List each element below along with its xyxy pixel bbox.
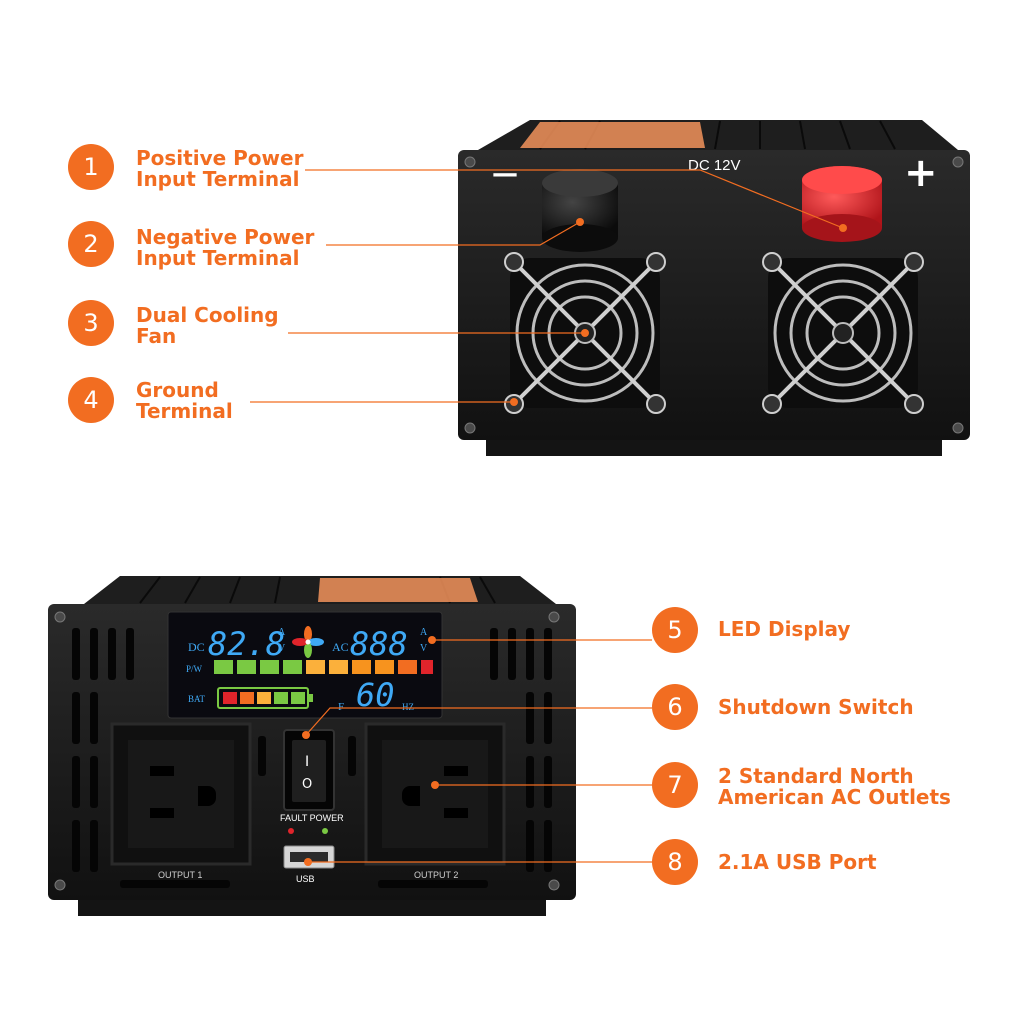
- callout-1-line1: Positive Power: [136, 146, 304, 170]
- callout-5-line1: LED Display: [718, 617, 851, 641]
- lcd-ac-unit-v: V: [420, 643, 428, 654]
- lcd-fan-icon: [292, 626, 324, 658]
- callout-5-badge: 5: [652, 607, 698, 653]
- front-leader-lines: [302, 636, 652, 866]
- callout-8-line1: 2.1A USB Port: [718, 850, 877, 874]
- ac-outlet-2-icon: [364, 722, 506, 866]
- switch-off-symbol: O: [302, 777, 312, 792]
- lcd-pw-label: P/W: [186, 664, 203, 674]
- callout-8-badge: 8: [652, 839, 698, 885]
- callout-3-label: Dual Cooling Fan: [136, 305, 279, 347]
- lcd-bat-label: BAT: [188, 694, 206, 704]
- callout-3-line1: Dual Cooling: [136, 303, 279, 327]
- front-corner-screws: [54, 611, 560, 891]
- lcd-dc-unit-a: A: [278, 627, 286, 638]
- minus-symbol: —: [492, 159, 518, 189]
- outlet-2-label: OUTPUT 2: [414, 870, 458, 880]
- rear-panel: — + DC 12V: [458, 120, 970, 456]
- switch-on-symbol: I: [305, 754, 309, 770]
- callout-2-line2: Input Terminal: [136, 246, 300, 270]
- front-top-sticker: [318, 578, 478, 602]
- cooling-fan-right-icon: [762, 252, 924, 414]
- callout-7-line1: 2 Standard North: [718, 764, 914, 788]
- fault-power-label: FAULT POWER: [280, 813, 344, 823]
- callout-2-badge: 2: [68, 221, 114, 267]
- outlet-1-label: OUTPUT 1: [158, 870, 202, 880]
- callout-1-label: Positive Power Input Terminal: [136, 148, 303, 190]
- fault-led-icon: [288, 828, 294, 834]
- rear-leader-lines: [250, 169, 847, 406]
- lcd-hz-label: HZ: [402, 702, 414, 712]
- rear-corner-screws: [464, 156, 964, 434]
- callout-5-label: LED Display: [718, 619, 850, 640]
- callout-3-badge: 3: [68, 300, 114, 346]
- power-led-icon: [322, 828, 328, 834]
- rear-top-sticker: [520, 122, 705, 148]
- lcd-dc-unit-v: V: [278, 643, 286, 654]
- lcd-battery-icon: [217, 687, 313, 709]
- usb-label: USB: [296, 874, 315, 884]
- lcd-dc-value: 82.8: [208, 625, 285, 663]
- front-vent-slots: [72, 628, 552, 888]
- plus-symbol: +: [904, 150, 938, 196]
- callout-4-line1: Ground: [136, 378, 219, 402]
- callout-7-label: 2 Standard North American AC Outlets: [718, 766, 951, 808]
- callout-2-label: Negative Power Input Terminal: [136, 227, 314, 269]
- front-panel: DC 82.8 A V AC 888 A V P/W: [48, 576, 576, 916]
- lcd-ac-label: AC: [332, 640, 349, 654]
- front-base: [78, 900, 546, 916]
- callout-8-label: 2.1A USB Port: [718, 852, 877, 873]
- callout-1-line2: Input Terminal: [136, 167, 300, 191]
- callout-3-line2: Fan: [136, 324, 177, 348]
- lcd-ac-value: 888: [350, 625, 408, 663]
- lcd-display: [167, 611, 443, 719]
- callout-1-badge: 1: [68, 144, 114, 190]
- callout-4-badge: 4: [68, 377, 114, 423]
- callout-2-line1: Negative Power: [136, 225, 315, 249]
- negative-terminal-icon: [542, 169, 618, 252]
- lcd-f-label: F: [338, 701, 344, 713]
- callout-6-badge: 6: [652, 684, 698, 730]
- ac-outlet-1-icon: [110, 722, 252, 866]
- lcd-power-bar: [214, 660, 433, 674]
- lcd-dc-label: DC: [188, 640, 205, 654]
- callout-7-badge: 7: [652, 762, 698, 808]
- shutdown-switch-icon: [283, 729, 335, 811]
- lcd-ac-unit-a: A: [420, 627, 428, 638]
- callout-4-label: Ground Terminal: [136, 380, 233, 422]
- callout-7-line2: American AC Outlets: [718, 785, 951, 809]
- callout-6-line1: Shutdown Switch: [718, 695, 914, 719]
- callout-4-line2: Terminal: [136, 399, 233, 423]
- voltage-label: DC 12V: [688, 157, 741, 174]
- rear-base: [486, 440, 942, 456]
- positive-terminal-icon: [802, 166, 882, 242]
- callout-6-label: Shutdown Switch: [718, 697, 914, 718]
